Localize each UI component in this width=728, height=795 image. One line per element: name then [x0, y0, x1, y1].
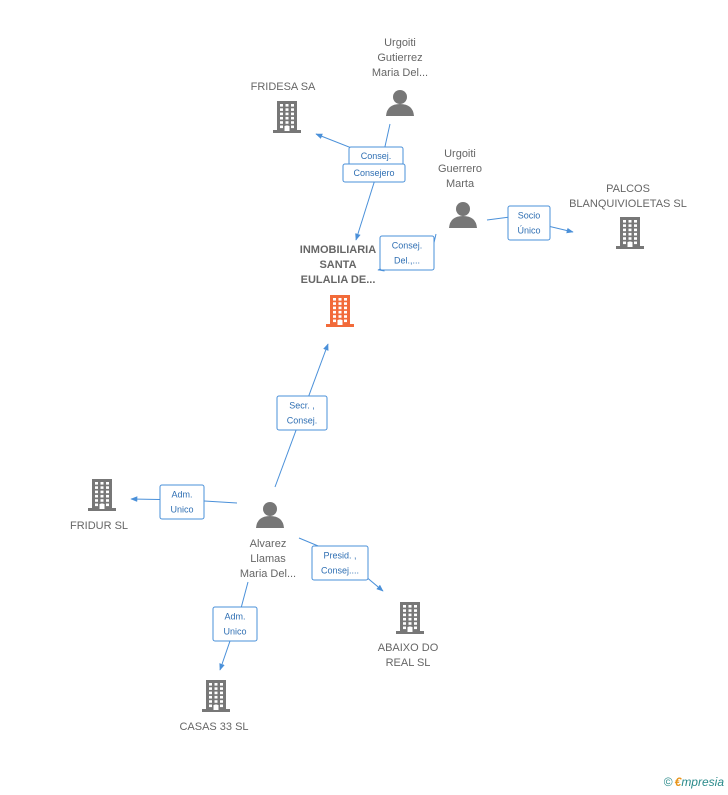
- edge-label-text: Consejero: [353, 168, 394, 178]
- edge-label-text: Socio: [518, 211, 541, 221]
- edge-label-text: Adm.: [171, 490, 192, 500]
- node-label: Alvarez: [250, 538, 287, 550]
- edges-layer: [130, 123, 574, 671]
- node-label: INMOBILIARIA: [300, 244, 376, 256]
- node-label: Urgoiti: [444, 148, 476, 160]
- node-label: Maria Del...: [240, 568, 296, 580]
- brand-initial: €: [674, 775, 682, 789]
- edge-label-urgoiti_gutierrez-inmobiliaria[interactable]: Consejero: [342, 163, 406, 183]
- edge-label-box[interactable]: [212, 606, 258, 642]
- edge-labels-layer: Consej.ConsejeroConsej.Del.,...SocioÚnic…: [159, 146, 551, 642]
- edge-label-text: Unico: [223, 627, 246, 637]
- node-fridesa[interactable]: FRIDESA SA: [251, 81, 316, 133]
- node-palcos[interactable]: PALCOS BLANQUIVIOLETAS SL: [569, 183, 687, 249]
- edge-label-text: Unico: [170, 505, 193, 515]
- edge-label-text: Consej.: [361, 151, 392, 161]
- node-label: Gutierrez: [377, 52, 422, 64]
- edge-label-text: Secr. ,: [289, 401, 315, 411]
- node-label: Guerrero: [438, 163, 482, 175]
- node-label: Urgoiti: [384, 37, 416, 49]
- edge-label-text: Adm.: [224, 612, 245, 622]
- edge-label-alvarez-casas33[interactable]: Adm. Unico: [212, 606, 258, 642]
- brand-name: mpresia: [681, 775, 724, 789]
- node-label: FRIDESA SA: [251, 81, 316, 93]
- node-label: FRIDUR SL: [70, 520, 128, 532]
- node-casas33[interactable]: CASAS 33 SL: [179, 680, 249, 733]
- building-icon: [396, 602, 424, 634]
- node-fridur[interactable]: FRIDUR SL: [70, 479, 128, 532]
- edge-label-alvarez-fridur[interactable]: Adm. Unico: [159, 484, 205, 520]
- node-label: ABAIXO DO: [378, 642, 439, 654]
- edge-label-box[interactable]: [311, 545, 369, 581]
- empresia-logo[interactable]: ©€mpresia: [664, 775, 724, 789]
- edge-label-urgoiti_guerrero-inmobiliaria[interactable]: Consej. Del.,...: [379, 235, 435, 271]
- edge-label-text: Consej....: [321, 566, 359, 576]
- node-abaixo[interactable]: ABAIXO DO REAL SL: [378, 602, 439, 669]
- person-icon: [449, 202, 477, 228]
- edge-label-box[interactable]: [159, 484, 205, 520]
- edge-label-text: Presid. ,: [323, 551, 356, 561]
- building-icon: [616, 217, 644, 249]
- building-icon: [202, 680, 230, 712]
- edge-label-text: Consej.: [392, 241, 423, 251]
- node-label: Marta: [446, 178, 475, 190]
- edge-label-text: Del.,...: [394, 256, 420, 266]
- edge-label-urgoiti_gutierrez-fridesa[interactable]: Consej.: [348, 146, 404, 166]
- node-label: BLANQUIVIOLETAS SL: [569, 198, 687, 210]
- node-label: SANTA: [319, 259, 356, 271]
- person-icon: [386, 90, 414, 116]
- edge-label-text: Consej.: [287, 416, 318, 426]
- building-icon: [326, 295, 354, 327]
- copyright-icon: ©: [663, 775, 673, 789]
- node-label: EULALIA DE...: [301, 274, 376, 286]
- nodes-layer: INMOBILIARIA SANTA EULALIA DE... FRIDESA SA…: [70, 37, 687, 733]
- edge-label-box[interactable]: [507, 205, 551, 241]
- edge-label-alvarez-inmobiliaria[interactable]: Secr. , Consej.: [276, 395, 328, 431]
- node-label: Llamas: [250, 553, 286, 565]
- node-label: REAL SL: [386, 657, 431, 669]
- edge-label-alvarez-abaixo[interactable]: Presid. , Consej....: [311, 545, 369, 581]
- building-icon: [88, 479, 116, 511]
- edge-label-box[interactable]: [379, 235, 435, 271]
- person-icon: [256, 502, 284, 528]
- node-label: CASAS 33 SL: [179, 721, 248, 733]
- edge-label-box[interactable]: [276, 395, 328, 431]
- node-inmobiliaria[interactable]: INMOBILIARIA SANTA EULALIA DE...: [300, 244, 376, 327]
- node-label: Maria Del...: [372, 67, 428, 79]
- node-label: PALCOS: [606, 183, 650, 195]
- edge-label-text: Único: [517, 226, 540, 236]
- building-icon: [273, 101, 301, 133]
- edge-label-box[interactable]: [342, 163, 406, 183]
